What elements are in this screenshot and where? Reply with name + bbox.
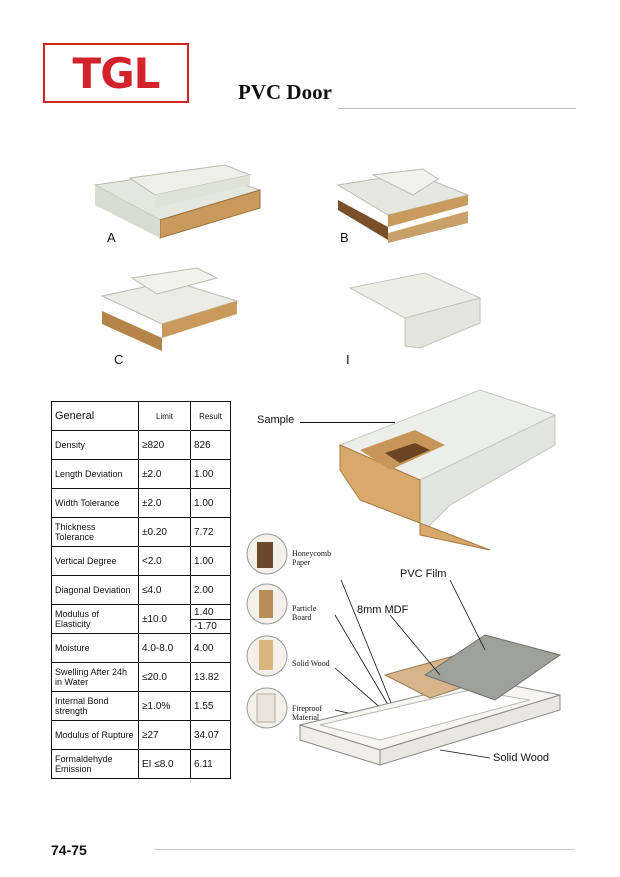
row-limit: EI ≤8.0 xyxy=(138,749,191,779)
core-material-thumbnails xyxy=(246,533,288,729)
column-header: General xyxy=(51,401,139,431)
row-name: Formaldehyde Emission xyxy=(51,749,139,779)
profile-b-illustration xyxy=(336,168,470,243)
spec-table: General Limit Result Density ≥820 826 Le… xyxy=(51,401,231,779)
row-name: Moisture xyxy=(51,633,139,663)
profile-c-label: C xyxy=(114,352,124,367)
table-row: Internal Bond strength ≥1.0% 1.55 xyxy=(51,691,231,721)
core-label-particle-board: Particle Board xyxy=(292,604,317,622)
row-name: Modulus of Rupture xyxy=(51,720,139,750)
profile-a-label: A xyxy=(107,230,116,245)
row-limit: ≥27 xyxy=(138,720,191,750)
table-header-row: General Limit Result xyxy=(51,401,231,431)
sample-label: Sample xyxy=(257,414,295,426)
row-limit: 4.0-8.0 xyxy=(138,633,191,663)
row-limit: ≥1.0% xyxy=(138,691,191,721)
row-name: Width Tolerance xyxy=(51,488,139,518)
row-result: 4.00 xyxy=(190,633,231,663)
row-name: Modulus of Elasticity xyxy=(51,604,139,634)
row-result: 1.00 xyxy=(190,459,231,489)
table-row: Density ≥820 826 xyxy=(51,430,231,460)
row-limit: ±10.0 xyxy=(138,604,191,634)
title-divider xyxy=(338,108,576,109)
table-row: Formaldehyde Emission EI ≤8.0 6.11 xyxy=(51,749,231,779)
table-row: Thickness Tolerance ±0.20 7.72 xyxy=(51,517,231,547)
row-result: 13.82 xyxy=(190,662,231,692)
row-limit: ±2.0 xyxy=(138,488,191,518)
row-name: Diagonal Deviation xyxy=(51,575,139,605)
row-result: 34.07 xyxy=(190,720,231,750)
mdf-label: 8mm MDF xyxy=(357,604,409,616)
core-label-honeycomb: Honeycomb Paper xyxy=(292,549,332,567)
pvc-film-label: PVC Film xyxy=(400,568,447,580)
row-limit: ≤20.0 xyxy=(138,662,191,692)
brand-logo: TGL xyxy=(43,43,189,103)
row-result: 2.00 xyxy=(190,575,231,605)
row-name: Vertical Degree xyxy=(51,546,139,576)
row-result-split: 1.40 -1.70 xyxy=(190,604,231,634)
table-row: Modulus of Rupture ≥27 34.07 xyxy=(51,720,231,750)
table-row: Length Deviation ±2.0 1.00 xyxy=(51,459,231,489)
table-row: Vertical Degree <2.0 1.00 xyxy=(51,546,231,576)
core-label-solid-wood: Solid Wood xyxy=(292,659,330,668)
table-row: Swelling After 24h in Water ≤20.0 13.82 xyxy=(51,662,231,692)
page-number: 74-75 xyxy=(51,842,87,858)
logo-text: TGL xyxy=(72,49,161,98)
row-result-secondary: -1.70 xyxy=(194,620,217,632)
row-name: Swelling After 24h in Water xyxy=(51,662,139,692)
core-label-fireproof: Fireproof Material xyxy=(292,704,323,722)
profile-i-illustration xyxy=(348,272,482,349)
row-limit: <2.0 xyxy=(138,546,191,576)
column-header: Limit xyxy=(138,401,191,431)
page-title: PVC Door xyxy=(238,80,332,104)
row-name: Thickness Tolerance xyxy=(51,517,139,547)
table-row: Moisture 4.0-8.0 4.00 xyxy=(51,633,231,663)
door-layer-diagram xyxy=(298,580,562,766)
row-name: Density xyxy=(51,430,139,460)
row-result: 6.11 xyxy=(190,749,231,779)
profile-i-label: I xyxy=(346,352,350,367)
row-result: 1.00 xyxy=(190,488,231,518)
row-limit: ≤4.0 xyxy=(138,575,191,605)
row-result: 7.72 xyxy=(190,517,231,547)
door-sample-illustration xyxy=(338,389,557,551)
sample-leader-line xyxy=(300,422,395,423)
row-limit: ±0.20 xyxy=(138,517,191,547)
row-limit: ≥820 xyxy=(138,430,191,460)
solid-wood-label: Solid Wood xyxy=(493,752,550,764)
table-row: Diagonal Deviation ≤4.0 2.00 xyxy=(51,575,231,605)
profile-b-label: B xyxy=(340,230,349,245)
row-name: Internal Bond strength xyxy=(51,691,139,721)
footer-divider xyxy=(155,849,575,850)
profile-c-illustration xyxy=(100,267,239,351)
row-result: 1.40 xyxy=(191,606,230,620)
row-limit: ±2.0 xyxy=(138,459,191,489)
column-header: Result xyxy=(190,401,231,431)
profile-a-illustration xyxy=(93,164,262,239)
table-row: Modulus of Elasticity ±10.0 1.40 -1.70 xyxy=(51,604,231,634)
row-result: 826 xyxy=(190,430,231,460)
row-name: Length Deviation xyxy=(51,459,139,489)
table-row: Width Tolerance ±2.0 1.00 xyxy=(51,488,231,518)
row-result: 1.55 xyxy=(190,691,231,721)
row-result: 1.00 xyxy=(190,546,231,576)
